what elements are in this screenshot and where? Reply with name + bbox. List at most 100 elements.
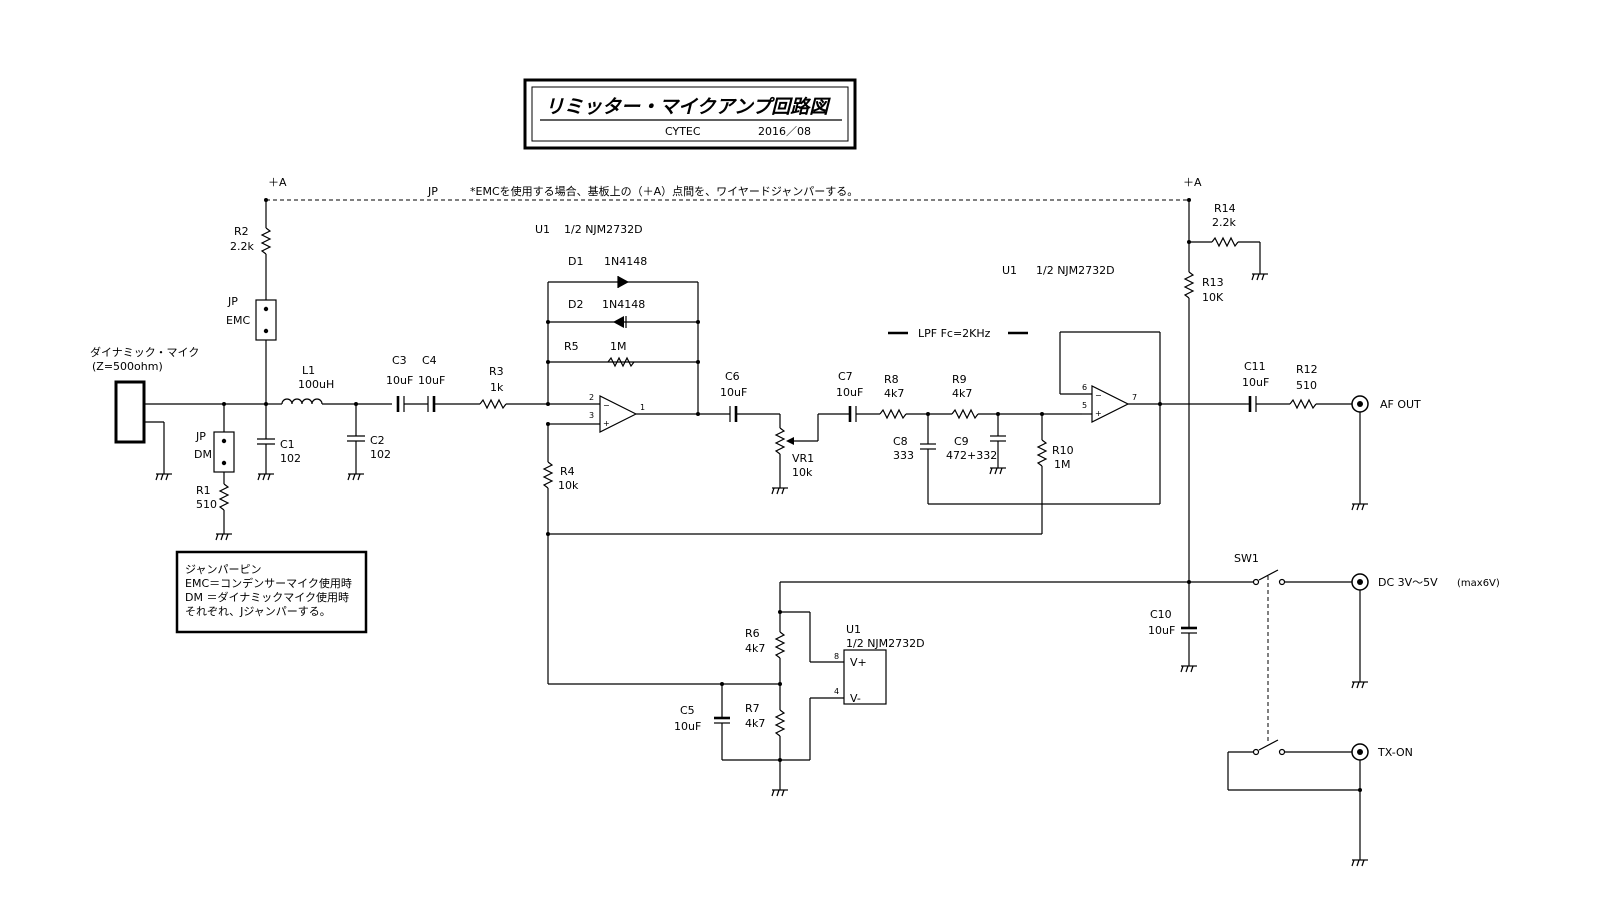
c6-name: C6 [725,370,740,383]
c1-value: 102 [280,452,301,465]
r13-value: 10K [1202,291,1224,304]
dc-in-label: DC 3V～5V [1378,576,1438,589]
jumper-note-line-4: それぞれ、Jジャンパーする。 [185,605,331,618]
ground-r1 [215,533,232,541]
resistor-r2 [260,227,272,255]
mic-name: ダイナミック・マイク [90,345,199,359]
inductor-l1 [281,398,323,405]
company-name: CYTEC [665,125,701,138]
c3-name: C3 [392,354,407,367]
r12-name: R12 [1296,363,1318,376]
u1-vminus: V- [850,692,861,705]
r9-value: 4k7 [952,387,972,400]
af-out-label: AF OUT [1380,398,1421,411]
c11-name: C11 [1244,360,1266,373]
u1-vplus: V+ [850,656,867,669]
c10-name: C10 [1150,608,1172,621]
ground-c9 [989,467,1006,475]
resistor-r10 [1036,439,1048,467]
c9-value: 472+332 [946,449,997,462]
c11-value: 10uF [1242,376,1269,389]
schematic-title: リミッター・マイクアンプ回路図 [545,96,831,118]
svg-text:−: − [1095,391,1102,400]
u1a-pin3: 3 [589,411,594,420]
jp-note: *EMCを使用する場合、基板上の（＋A）点間を、ワイヤードジャンパーする。 [470,184,858,198]
u1b-pin7: 7 [1132,393,1137,402]
resistor-r4 [542,461,554,489]
resistor-r9 [951,408,979,420]
jumper-emc [255,299,277,341]
tx-on-label: TX-ON [1377,746,1413,759]
r12-value: 510 [1296,379,1317,392]
svg-text:+: + [1095,409,1102,418]
sw1-label: SW1 [1234,552,1259,565]
c4-name: C4 [422,354,437,367]
opamp-u1b [1091,385,1130,423]
jumper-note-line-1: ジャンパーピン [185,563,261,576]
c7-name: C7 [838,370,853,383]
jp-emc-value: EMC [226,314,250,327]
dc-in-jack [1351,573,1369,591]
resistor-r8 [879,408,907,420]
r2-name: R2 [234,225,249,238]
u1a-pin1: 1 [640,403,645,412]
ground-c2 [347,473,364,481]
l1-name: L1 [302,364,315,377]
ground-af-out [1351,503,1368,511]
c7-value: 10uF [836,386,863,399]
r4-name: R4 [560,465,575,478]
dc-max-label: (max6V) [1457,578,1500,589]
jp-emc-name: JP [227,295,238,308]
r14-name: R14 [1214,202,1236,215]
r8-name: R8 [884,373,899,386]
jumper-note-line-2: EMC＝コンデンサーマイク使用時 [185,576,352,590]
u1c-part: 1/2 NJM2732D [846,637,925,650]
d1-name: D1 [568,255,583,268]
r6-name: R6 [745,627,760,640]
schematic-date: 2016／08 [758,125,811,138]
switch-sw1-b [1258,739,1279,751]
u1b-pin5: 5 [1082,401,1087,410]
u1-power-block [843,649,887,705]
r5-value: 1M [610,340,627,353]
diode-d2 [613,316,627,328]
r1-value: 510 [196,498,217,511]
resistor-r3 [479,398,507,410]
ground-c10 [1180,665,1197,673]
resistor-r6 [774,631,786,659]
r1-name: R1 [196,484,211,497]
af-out-jack [1351,395,1369,413]
c5-name: C5 [680,704,695,717]
jumper-dm [213,431,235,473]
r8-value: 4k7 [884,387,904,400]
u1-pin8: 8 [834,652,839,661]
l1-value: 100uH [298,378,334,391]
title-block: リミッター・マイクアンプ回路図 CYTEC 2016／08 [523,78,857,150]
d2-value: 1N4148 [602,298,645,311]
u1b-part: 1/2 NJM2732D [1036,264,1115,277]
svg-text:+: + [603,419,610,428]
u1-pin4: 4 [834,687,839,696]
potentiometer-vr1 [774,427,786,455]
c3-value: 10uF [386,374,413,387]
ground-vr1 [771,487,788,495]
r13-name: R13 [1202,276,1224,289]
c9-name: C9 [954,435,969,448]
plus-a-right-label: ＋A [1183,176,1202,189]
c10-value: 10uF [1148,624,1175,637]
r14-value: 2.2k [1212,216,1236,229]
dynamic-microphone [114,380,146,444]
r7-name: R7 [745,702,760,715]
r5-name: R5 [564,340,579,353]
resistor-r1 [218,483,230,511]
jp-top-label: JP [427,185,438,198]
ground-mic [155,473,172,481]
u1a-part: 1/2 NJM2732D [564,223,643,236]
vr1-name: VR1 [792,452,814,465]
r6-value: 4k7 [745,642,765,655]
ground-c1 [257,473,274,481]
ground-r14 [1251,273,1268,281]
resistor-r13 [1183,271,1195,299]
plus-a-left-label: ＋A [268,176,287,189]
resistor-r5 [607,356,635,368]
